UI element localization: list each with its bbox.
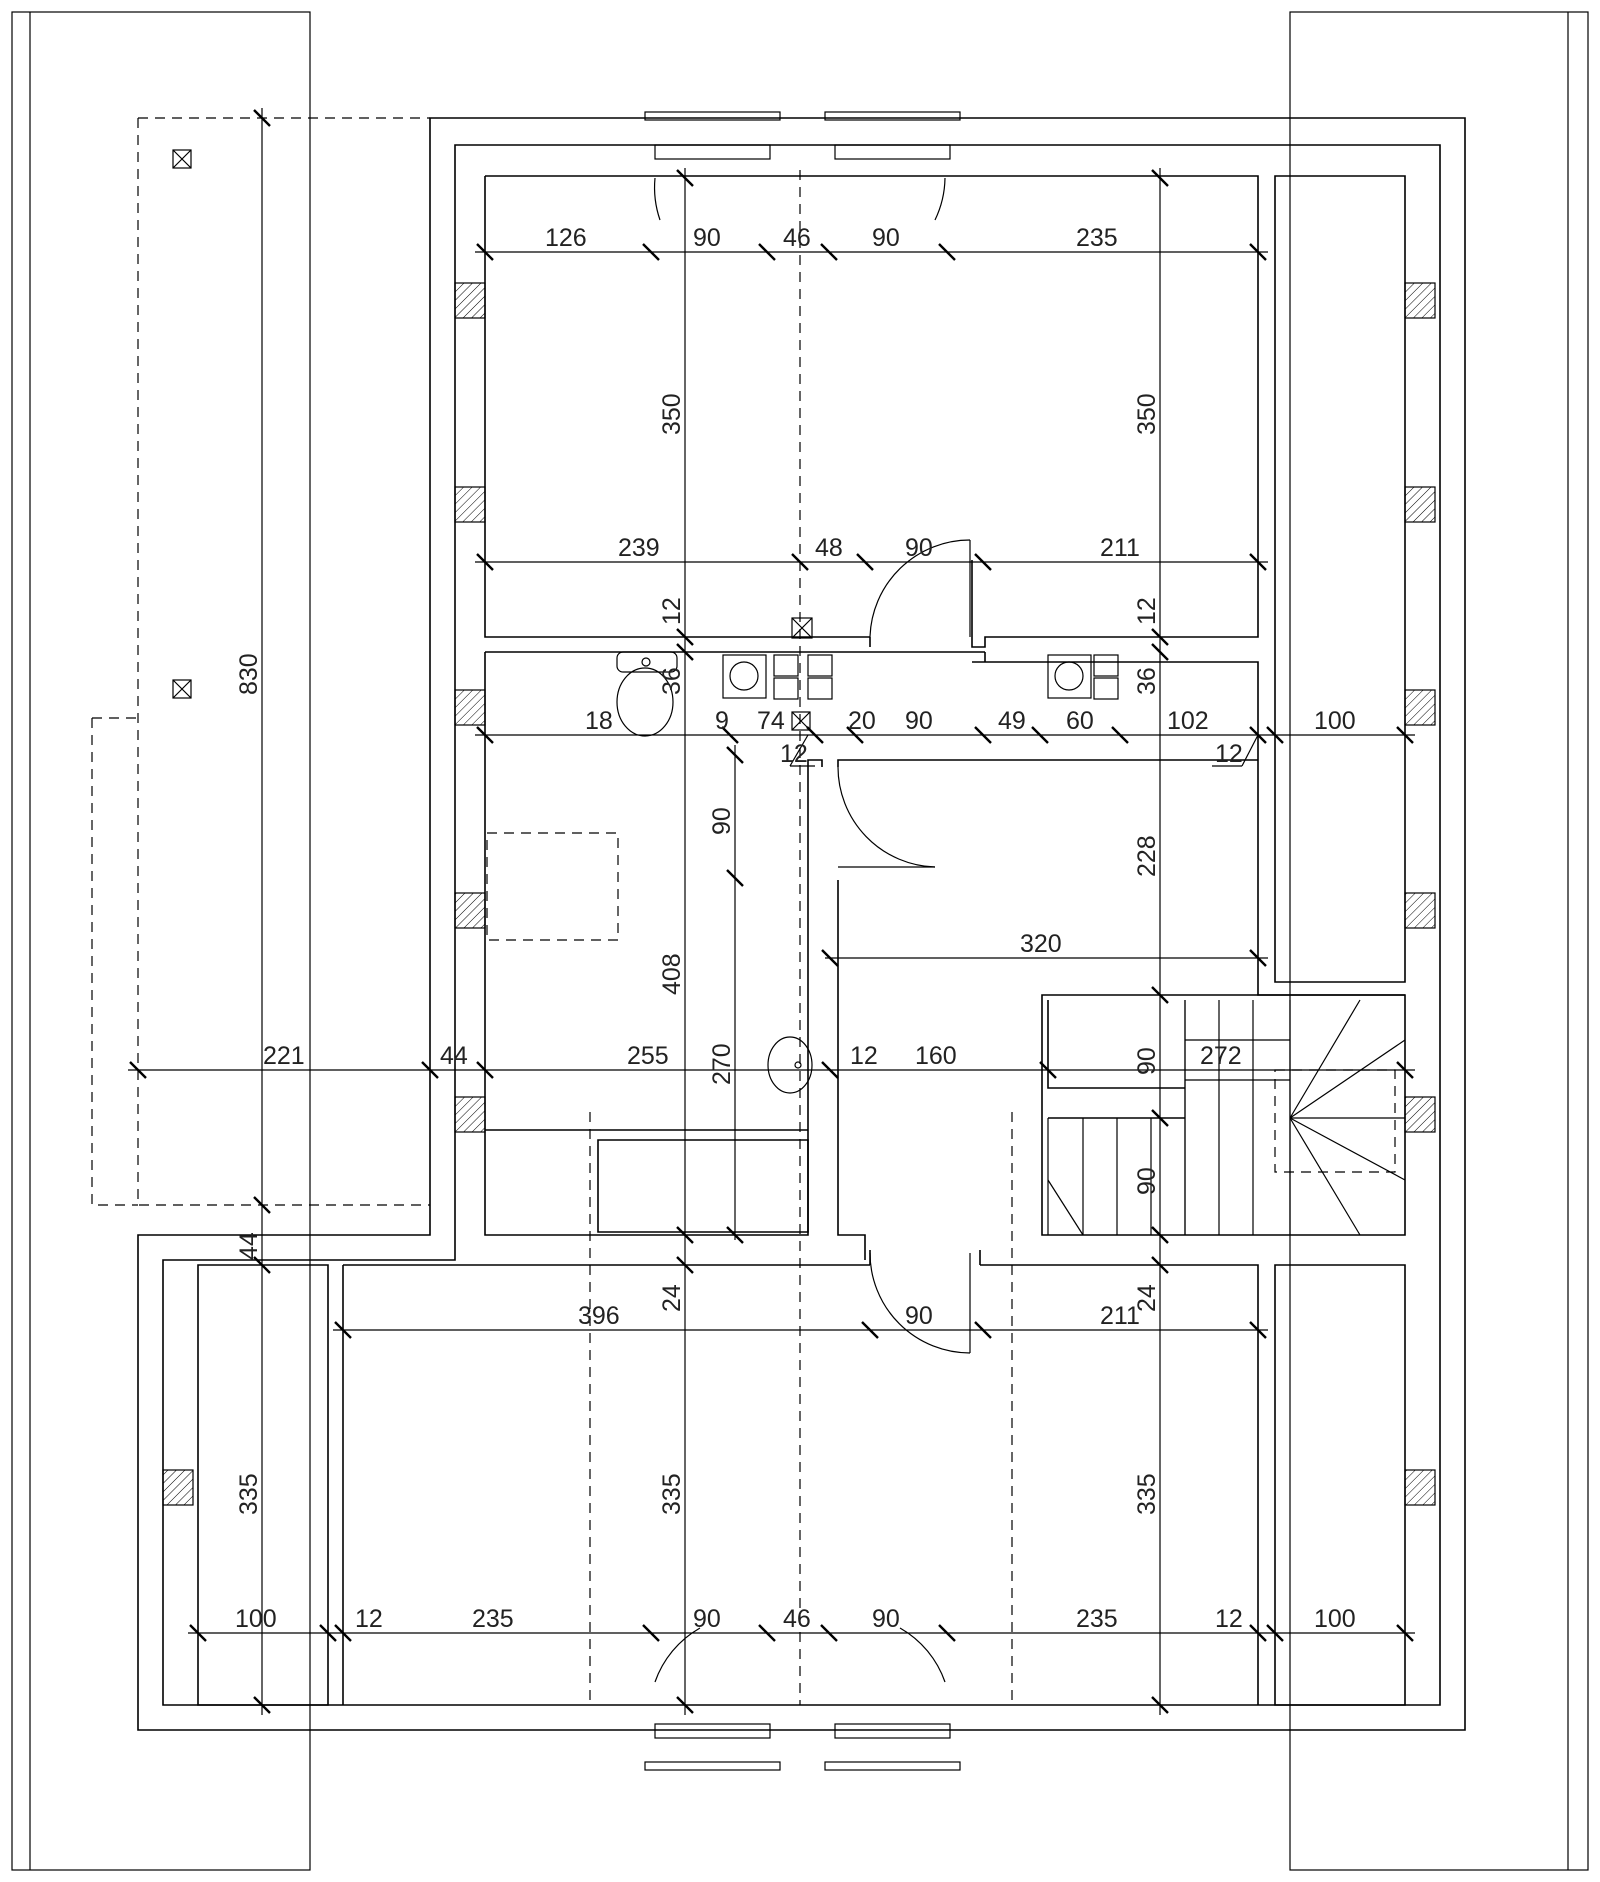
- dim-row-49: 49: [998, 707, 1026, 735]
- dim-bot-12b: 12: [1215, 1605, 1243, 1633]
- dim-v-36-left: 36: [658, 667, 686, 695]
- exterior-walls: [137, 117, 1466, 1731]
- dim-v-350-left: 350: [658, 393, 686, 435]
- dim-v-24-right: 24: [1133, 1284, 1161, 1312]
- dim-v-335-a: 335: [235, 1473, 263, 1515]
- dim-v-408: 408: [658, 953, 686, 995]
- dim-v-335-b: 335: [658, 1473, 686, 1515]
- dim-top-235: 235: [1076, 224, 1118, 252]
- dim-v-830: 830: [235, 653, 263, 695]
- dim-v-90-stair-b: 90: [1133, 1167, 1161, 1195]
- dim-v-36-right: 36: [1133, 667, 1161, 695]
- dim-h-272: 272: [1200, 1042, 1242, 1070]
- dim-h-12: 12: [850, 1042, 878, 1070]
- dimension-ticks: [129, 109, 1414, 1714]
- dim-row-9: 9: [715, 707, 729, 735]
- dim-small-12b: 12: [1215, 740, 1243, 768]
- dim-h-320: 320: [1020, 930, 1062, 958]
- dim-h-221: 221: [263, 1042, 305, 1070]
- dim-mid-211: 211: [1100, 534, 1140, 562]
- vent-icons: [172, 149, 813, 731]
- dim-v-90-stair-a: 90: [1133, 1047, 1161, 1075]
- dim-row-60: 60: [1066, 707, 1094, 735]
- dim-row-18: 18: [585, 707, 613, 735]
- dim-h-44: 44: [440, 1042, 468, 1070]
- dim-h-160: 160: [915, 1042, 957, 1070]
- dim-bot-235b: 235: [1076, 1605, 1118, 1633]
- dim-mid-48: 48: [815, 534, 843, 562]
- dim-bot-100b: 100: [1314, 1605, 1356, 1633]
- dim-v-44: 44: [235, 1232, 263, 1260]
- dim-bot-100a: 100: [235, 1605, 277, 1633]
- dim-v-228: 228: [1133, 835, 1161, 877]
- dim-bot-46: 46: [783, 1605, 811, 1633]
- toilet-icon: [616, 651, 678, 737]
- dim-b-211: 211: [1100, 1302, 1140, 1330]
- dim-top-90b: 90: [872, 224, 900, 252]
- dim-bot-90a: 90: [693, 1605, 721, 1633]
- dim-b-90: 90: [905, 1302, 933, 1330]
- dim-h-255: 255: [627, 1042, 669, 1070]
- dim-mid-90: 90: [905, 534, 933, 562]
- dim-v-270: 270: [708, 1043, 736, 1085]
- dim-bot-235a: 235: [472, 1605, 514, 1633]
- sink-icon: [767, 1036, 813, 1094]
- dimension-labels: 126 90 46 90 235 350 350 239 48 90 211 1…: [235, 224, 1356, 1633]
- dim-row-100: 100: [1314, 707, 1356, 735]
- dim-row-90: 90: [905, 707, 933, 735]
- dim-b-396: 396: [578, 1302, 620, 1330]
- door-swings: [653, 177, 971, 1683]
- dim-small-12a: 12: [780, 740, 808, 768]
- dim-mid-239: 239: [618, 534, 660, 562]
- dim-v-12-left: 12: [658, 597, 686, 625]
- dim-top-46: 46: [783, 224, 811, 252]
- dim-bot-90b: 90: [872, 1605, 900, 1633]
- dim-v-90-hall: 90: [708, 807, 736, 835]
- windows: [644, 111, 961, 1771]
- roof-outline: [11, 11, 1589, 1871]
- dim-v-350-right: 350: [1133, 393, 1161, 435]
- dim-v-335-c: 335: [1133, 1473, 1161, 1515]
- interior-walls: [197, 175, 1406, 1706]
- dim-row-74: 74: [757, 707, 785, 735]
- terrace-outline: [91, 117, 1396, 1705]
- dim-top-126: 126: [545, 224, 587, 252]
- dim-v-12-right: 12: [1133, 597, 1161, 625]
- dim-top-90a: 90: [693, 224, 721, 252]
- dim-bot-12a: 12: [355, 1605, 383, 1633]
- dim-row-20: 20: [848, 707, 876, 735]
- dimension-lines: [128, 108, 1415, 1715]
- boiler-icons: [722, 654, 1119, 700]
- dim-row-102: 102: [1167, 707, 1209, 735]
- dim-v-24-left: 24: [658, 1284, 686, 1312]
- hatched-columns: [162, 282, 1436, 1506]
